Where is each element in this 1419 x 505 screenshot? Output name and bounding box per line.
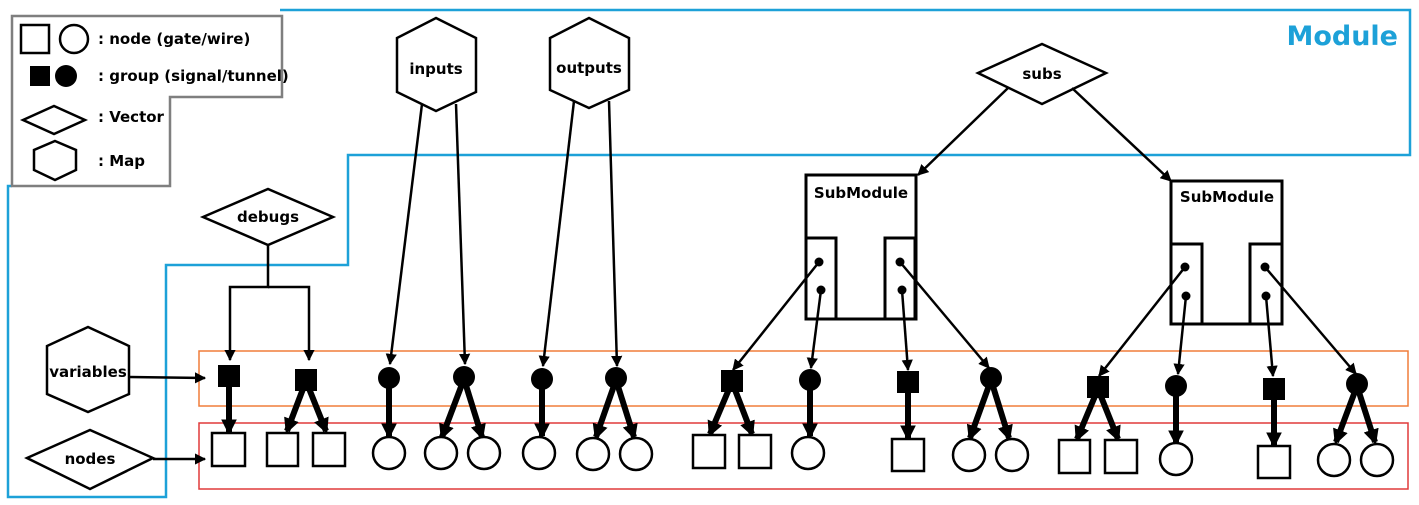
port-edge xyxy=(1264,266,1357,375)
group-edge xyxy=(613,379,638,440)
module-border xyxy=(6,8,1412,499)
tunnel-group xyxy=(799,369,821,391)
legend-group-circle-icon xyxy=(55,65,77,87)
wire-node xyxy=(371,435,407,471)
legend-node-circle-icon xyxy=(58,23,90,55)
outputs-map xyxy=(548,16,631,110)
signal-group xyxy=(897,371,919,393)
gate-node xyxy=(210,431,247,468)
outputs-edge xyxy=(607,100,623,368)
wire-node xyxy=(951,437,987,473)
wire-node xyxy=(1359,442,1395,478)
gate-node xyxy=(691,433,727,470)
variables-label: variables xyxy=(49,363,127,381)
port-edge xyxy=(1098,266,1186,377)
legend-vector-icon xyxy=(19,104,89,136)
debugs-edge xyxy=(224,245,270,362)
tunnel-group xyxy=(1346,373,1368,395)
gate-node xyxy=(1057,438,1092,475)
debugs-vector xyxy=(199,187,337,247)
inputs-map xyxy=(395,16,478,113)
wire-node xyxy=(466,435,502,471)
submodule-1-out-port xyxy=(883,236,917,321)
legend-vector-label: : Vector xyxy=(98,108,165,126)
port-edge xyxy=(732,261,820,371)
signal-group xyxy=(1087,376,1109,398)
port-edge xyxy=(806,289,823,370)
nodes xyxy=(210,431,1395,480)
gate-node xyxy=(737,433,773,470)
wire-node xyxy=(618,436,654,472)
group-edge xyxy=(966,378,994,441)
group-edge xyxy=(461,378,486,440)
legend-group-label: : group (signal/tunnel) xyxy=(98,67,289,85)
debugs-edge xyxy=(268,285,315,362)
submodule-1-label: SubModule xyxy=(814,184,908,202)
group-edge xyxy=(988,379,1013,441)
wire-node xyxy=(521,435,557,471)
group-edge xyxy=(592,379,619,440)
inputs-edge xyxy=(454,103,471,366)
signal-group xyxy=(295,369,317,391)
tunnel-group xyxy=(1165,375,1187,397)
outputs-edge xyxy=(538,100,576,368)
group-edge xyxy=(1354,385,1379,445)
subs-label: subs xyxy=(1022,65,1061,83)
submodule-2-out-port xyxy=(1248,242,1284,326)
subs-edge xyxy=(917,87,1009,176)
inputs-label: inputs xyxy=(409,60,462,78)
signal-group xyxy=(218,365,240,387)
group-edge xyxy=(439,377,467,440)
legend-map-label: : Map xyxy=(98,152,145,170)
legend-map-icon xyxy=(32,139,78,182)
legend-border xyxy=(10,14,284,188)
submodule-2-label: SubModule xyxy=(1180,188,1274,206)
tunnel-group xyxy=(453,366,475,388)
nodes-label: nodes xyxy=(65,450,116,468)
inputs-edge xyxy=(385,103,424,366)
tunnel-group xyxy=(531,368,553,390)
port-edge xyxy=(899,261,990,369)
port-edge xyxy=(1264,295,1278,378)
submodule-1-in-port xyxy=(804,236,838,321)
subs-edge xyxy=(1071,87,1172,182)
signal-group xyxy=(721,370,743,392)
tunnel-group xyxy=(980,367,1002,389)
signal-group xyxy=(1263,378,1285,400)
wire-node xyxy=(790,435,826,471)
group-edge xyxy=(1333,384,1360,445)
thick-edges xyxy=(221,377,1379,449)
legend-group-square-icon xyxy=(30,66,50,86)
wire-node xyxy=(1158,441,1194,477)
outputs-label: outputs xyxy=(556,59,622,77)
legend-node-square-icon xyxy=(19,23,51,55)
gate-node xyxy=(890,437,926,473)
wire-node xyxy=(994,437,1030,473)
legend-node-label: : node (gate/wire) xyxy=(98,30,250,48)
wire-node xyxy=(1316,442,1352,478)
submodule-2-in-port xyxy=(1169,242,1204,326)
wire-node xyxy=(575,436,611,472)
debugs-label: debugs xyxy=(237,208,299,226)
gate-node xyxy=(265,431,300,468)
subs-vector xyxy=(975,42,1109,106)
variables-map xyxy=(45,325,131,414)
gate-node xyxy=(1256,444,1292,480)
thin-edges xyxy=(128,87,1357,465)
wire-node xyxy=(423,435,459,471)
port-edge xyxy=(900,289,913,372)
gate-node xyxy=(311,431,347,468)
variables-edge xyxy=(128,372,207,384)
port-edge xyxy=(1173,295,1188,376)
legend: : node (gate/wire) : group (signal/tunne… xyxy=(10,14,289,188)
module-title: Module xyxy=(1286,21,1398,52)
tunnel-group xyxy=(605,367,627,389)
groups xyxy=(218,365,1368,400)
tunnel-group xyxy=(378,367,400,389)
gate-node xyxy=(1103,438,1139,475)
